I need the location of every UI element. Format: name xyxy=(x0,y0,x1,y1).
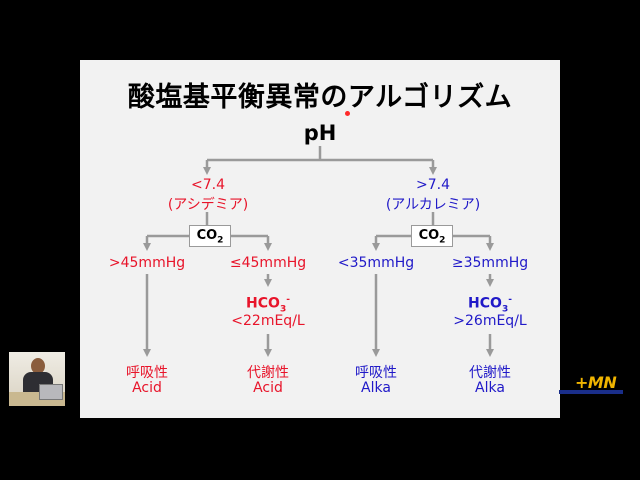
co2-sub: 2 xyxy=(217,235,224,246)
right-result-b-line2: Alka xyxy=(475,380,505,396)
right-state: (アルカレミア) xyxy=(385,197,481,213)
right-co2-box: CO2 xyxy=(411,225,453,247)
left-threshold: <7.4 xyxy=(191,177,225,193)
presenter-video-thumbnail xyxy=(9,352,65,406)
hco3-sub: 3 xyxy=(279,304,287,315)
right-result-b-line1: 代謝性 xyxy=(469,365,511,381)
logo-bar xyxy=(559,390,623,394)
slide-title: 酸塩基平衡異常のアルゴリズム xyxy=(127,82,513,113)
left-cond-a: >45mmHg xyxy=(108,255,186,271)
left-result-b-line1: 代謝性 xyxy=(247,365,289,381)
right-hco3-cond: >26mEq/L xyxy=(453,313,527,329)
left-state: (アシデミア) xyxy=(167,197,249,213)
logo-text: +MN xyxy=(575,373,617,392)
co2-base: CO xyxy=(418,228,440,243)
right-result-a-line2: Alka xyxy=(361,380,391,396)
hco3-sup: - xyxy=(508,295,512,305)
right-result-a-line1: 呼吸性 xyxy=(355,365,397,381)
presenter-head xyxy=(31,358,45,374)
right-hco3-label: HCO3- xyxy=(468,295,512,314)
left-result-b-line2: Acid xyxy=(253,380,283,396)
left-co2-box: CO2 xyxy=(189,225,231,247)
root-node-ph: pH xyxy=(303,121,337,145)
left-hco3-cond: <22mEq/L xyxy=(231,313,305,329)
hco3-sup: - xyxy=(286,295,290,305)
hco3-sub: 3 xyxy=(501,304,509,315)
hco3-base: HCO xyxy=(468,295,502,312)
left-cond-b: ≤45mmHg xyxy=(229,255,307,271)
left-result-a-line2: Acid xyxy=(132,380,162,396)
co2-sub: 2 xyxy=(439,235,446,246)
laser-pointer-dot xyxy=(345,111,350,116)
left-result-a-line1: 呼吸性 xyxy=(126,365,168,381)
slide xyxy=(80,60,560,418)
right-threshold: >7.4 xyxy=(416,177,450,193)
hco3-base: HCO xyxy=(246,295,280,312)
right-cond-a: <35mmHg xyxy=(337,255,415,271)
laptop xyxy=(39,384,63,400)
right-cond-b: ≥35mmHg xyxy=(451,255,529,271)
co2-base: CO xyxy=(196,228,218,243)
left-hco3-label: HCO3- xyxy=(246,295,290,314)
channel-logo: +MN xyxy=(559,371,623,395)
